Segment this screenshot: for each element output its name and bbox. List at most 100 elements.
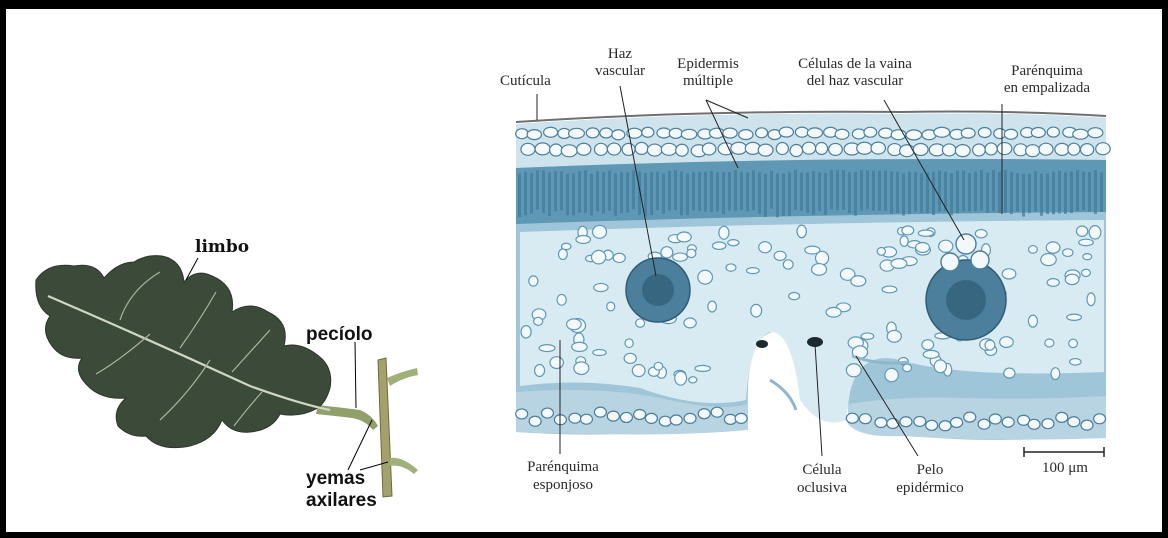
label-empalizada-2: en empalizada (995, 80, 1099, 96)
cell (719, 226, 729, 239)
palisade-cell (884, 170, 887, 210)
palisade-cell (602, 172, 605, 213)
palisade-cell (644, 173, 647, 217)
cell (942, 144, 956, 156)
label-vaina-1: Células de la vaina (780, 56, 930, 72)
palisade-cell (836, 170, 839, 210)
palisade-cell (1004, 170, 1007, 213)
palisade-cell (902, 174, 905, 216)
cell (989, 414, 1001, 424)
palisade-cell (746, 172, 749, 211)
label-limbo: limbo (195, 237, 249, 257)
cell (586, 128, 599, 138)
cell (774, 251, 786, 260)
cell (758, 144, 773, 156)
label-oclusiva-2: oclusiva (790, 480, 854, 496)
cell (887, 330, 901, 342)
palisade-cell (542, 171, 545, 213)
cell (1070, 359, 1081, 366)
palisade-cell (872, 171, 875, 211)
cell (561, 145, 577, 157)
cell (1063, 249, 1073, 257)
cell (939, 421, 951, 431)
palisade-cell (992, 170, 995, 211)
palisade-cell (566, 174, 569, 216)
upper-bud (387, 368, 418, 386)
palisade-cell (704, 172, 707, 212)
cell (735, 413, 747, 423)
palisade-cell (1052, 172, 1055, 215)
palisade-cell (980, 170, 983, 211)
label-esponjoso-1: Parénquima (515, 459, 611, 475)
palisade-cell (776, 173, 779, 217)
label-cuticula: Cutícula (500, 73, 551, 89)
palisade-cell (1028, 174, 1031, 213)
cell (1088, 128, 1103, 138)
leaf-blade (36, 256, 331, 448)
palisade-cell (578, 171, 581, 213)
cell (1047, 127, 1059, 137)
cell (1068, 417, 1080, 427)
cell (951, 417, 963, 427)
palisade-cell (572, 173, 575, 215)
palisade-cell (536, 170, 539, 209)
cell (939, 240, 953, 252)
cell (857, 142, 873, 154)
cell (712, 242, 725, 249)
cell (973, 144, 986, 156)
palisade-cell (1058, 171, 1061, 214)
palisade-cell (584, 171, 587, 213)
palisade-cell (968, 173, 971, 211)
cell (654, 362, 663, 370)
cell (1046, 242, 1060, 253)
cell (1056, 412, 1068, 422)
palisade-cell (1070, 171, 1073, 213)
cell (829, 143, 843, 155)
cell (1089, 226, 1101, 239)
cell (923, 350, 939, 358)
cell (1073, 129, 1088, 139)
cell (875, 418, 887, 428)
cell (900, 236, 908, 247)
cell (624, 353, 636, 363)
cell (997, 143, 1012, 155)
cell (1031, 127, 1045, 137)
palisade-cell (548, 172, 551, 216)
palisade-cell (686, 173, 689, 215)
palisade-cell (656, 172, 659, 211)
cell (731, 142, 747, 154)
cell (620, 412, 632, 422)
cell (1079, 239, 1094, 246)
label-axilares: axilares (306, 490, 377, 512)
cell (1041, 254, 1056, 266)
cell (594, 143, 607, 155)
palisade-cell (758, 172, 761, 214)
cell (726, 264, 736, 271)
label-vaina-2: del haz vascular (780, 73, 930, 89)
scale-bar (1024, 447, 1104, 457)
label-empalizada-1: Parénquima (995, 63, 1099, 79)
cell (574, 362, 589, 375)
cell (702, 143, 715, 155)
cell (922, 340, 934, 350)
palisade-cell (878, 170, 881, 210)
cell (559, 249, 568, 260)
label-haz-2: vascular (590, 63, 650, 79)
cell (1045, 339, 1054, 347)
palisade-cell (518, 174, 521, 218)
cell (846, 413, 858, 423)
cell (776, 143, 788, 155)
palisade-cell (998, 172, 1001, 213)
palisade-cell (524, 172, 527, 216)
cell (859, 414, 871, 424)
cell (790, 145, 803, 157)
palisade-cell (890, 171, 893, 214)
cell (647, 144, 662, 156)
palisade-cell (1016, 173, 1019, 212)
cell (1082, 269, 1091, 276)
leaf-cross-section (516, 86, 1110, 457)
cell (846, 364, 861, 377)
cell (877, 248, 885, 256)
palisade-cell (896, 172, 899, 213)
cell (739, 130, 753, 140)
